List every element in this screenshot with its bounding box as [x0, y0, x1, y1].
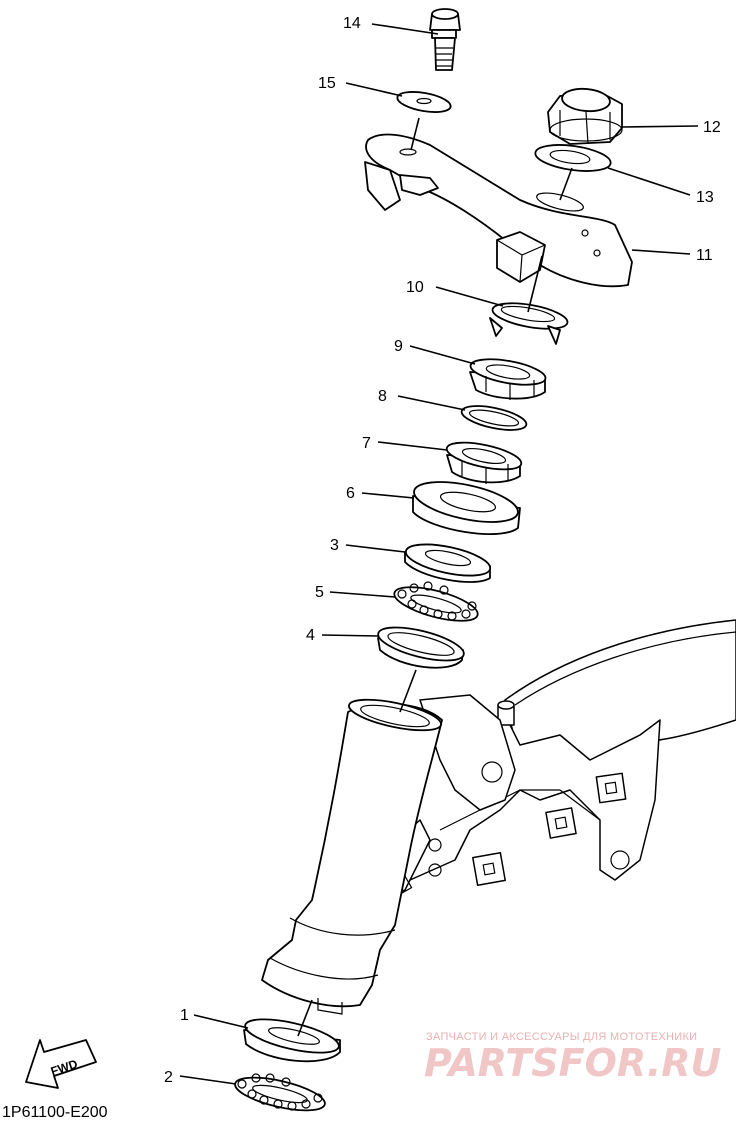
part-15-washer: [396, 91, 452, 113]
callout-11: 11: [696, 247, 713, 264]
part-10-lock-washer: [489, 302, 569, 345]
callout-2: 2: [164, 1069, 173, 1086]
callout-6: 6: [346, 485, 355, 502]
part-8-washer: [460, 405, 528, 431]
part-9-ring-nut: [469, 358, 547, 400]
steering-head-tube: [261, 698, 443, 1015]
part-14-bolt: [429, 8, 461, 71]
callout-14: 14: [343, 15, 361, 32]
callout-7: 7: [362, 435, 371, 452]
callout-10: 10: [406, 279, 424, 296]
watermark: ЗАПЧАСТИ И АКСЕССУАРЫ ДЛЯ МОТОТЕХНИКИ PA…: [424, 1031, 722, 1085]
callout-9: 9: [394, 338, 403, 355]
part-3-bearing-race: [404, 543, 492, 583]
part-1-bearing-race: [243, 1018, 341, 1063]
part-12-nut: [547, 87, 623, 145]
part-2-ball-bearing: [234, 1073, 326, 1112]
callout-4: 4: [306, 627, 315, 644]
fwd-arrow: FWD: [25, 1039, 97, 1089]
watermark-logo: PARTSFOR.RU: [424, 1041, 722, 1085]
diagram-code: 1P61100-E200: [2, 1104, 108, 1121]
part-13-washer: [534, 144, 612, 172]
part-5-ball-bearing: [393, 581, 479, 622]
part-4-bearing-race: [377, 626, 465, 669]
callout-5: 5: [315, 584, 324, 601]
callout-15: 15: [318, 75, 336, 92]
assembly-axis-lines: [297, 117, 573, 1037]
callout-13: 13: [696, 189, 714, 206]
part-6-dust-seal: [412, 481, 521, 535]
watermark-tagline: ЗАПЧАСТИ И АКСЕССУАРЫ ДЛЯ МОТОТЕХНИКИ: [426, 1031, 697, 1043]
callout-8: 8: [378, 388, 387, 405]
callout-12: 12: [703, 119, 721, 136]
part-11-upper-bracket: [364, 133, 633, 288]
callout-1: 1: [180, 1007, 189, 1024]
callout-labels: 14 15 12 13 11 10 9 8 7 6 3 5 4 1 2: [164, 15, 721, 1086]
leader-lines: [179, 23, 699, 1085]
part-7-ring-nut: [445, 441, 523, 484]
callout-3: 3: [330, 537, 339, 554]
